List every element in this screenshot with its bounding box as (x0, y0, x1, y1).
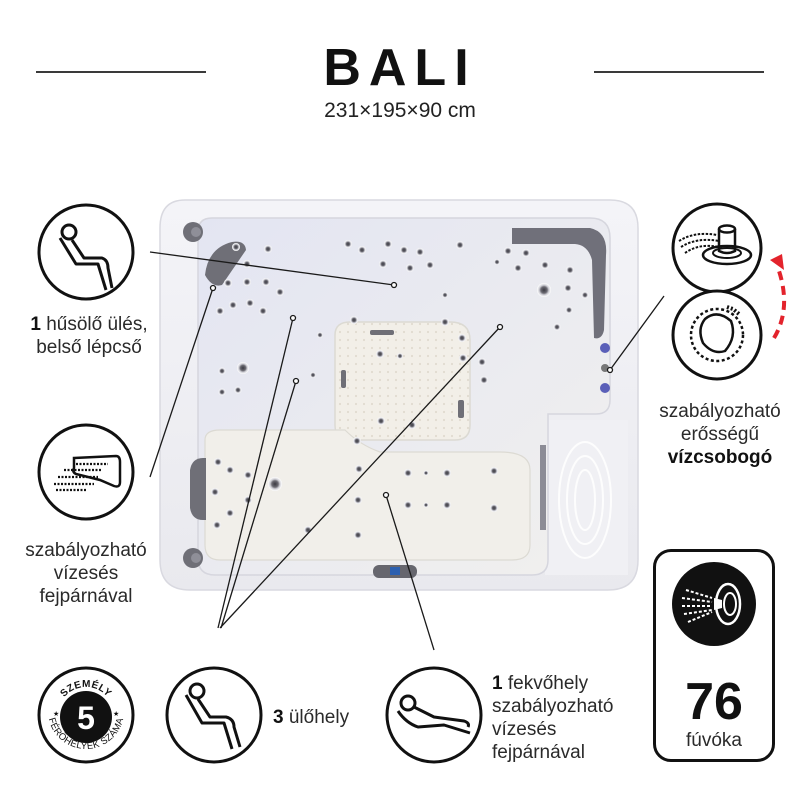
lounger-icon (385, 666, 483, 764)
header-rule-right (594, 71, 764, 73)
jet-nozzle-icon (672, 562, 756, 646)
waterfall-headrest-label: szabályozható vízesés fejpárnával (25, 540, 147, 607)
seats-label: 3 ülőhely (273, 707, 350, 728)
adjustable-bubbler-icon (671, 202, 763, 381)
svg-text:★: ★ (53, 710, 59, 718)
rotate-arrow-icon (770, 254, 787, 340)
seat-icon (165, 666, 263, 764)
capacity-badge-icon: 5 SZEMÉLY FÉRŐHELYEK SZÁMA ★ ★ (37, 666, 135, 764)
lounger-label: 1 fekvőhely szabályozható vízesés fejpár… (492, 673, 614, 763)
product-dimensions: 231×195×90 cm (324, 99, 476, 122)
jets-count-card: 76 fúvóka (653, 549, 775, 762)
header-rule-left (36, 71, 206, 73)
reclined-seat-icon (37, 203, 135, 301)
bubbler-label: szabályozható erősségű vízcsobogó (659, 401, 781, 468)
heated-seat-label: 1 hűsölő ülés, belső lépcső (30, 314, 148, 358)
jets-label: fúvóka (686, 730, 742, 751)
waterfall-headrest-icon (37, 423, 135, 521)
svg-text:★: ★ (113, 710, 119, 718)
jets-count: 76 (685, 673, 743, 731)
svg-text:5: 5 (77, 700, 95, 736)
product-title: BALI (323, 39, 477, 97)
